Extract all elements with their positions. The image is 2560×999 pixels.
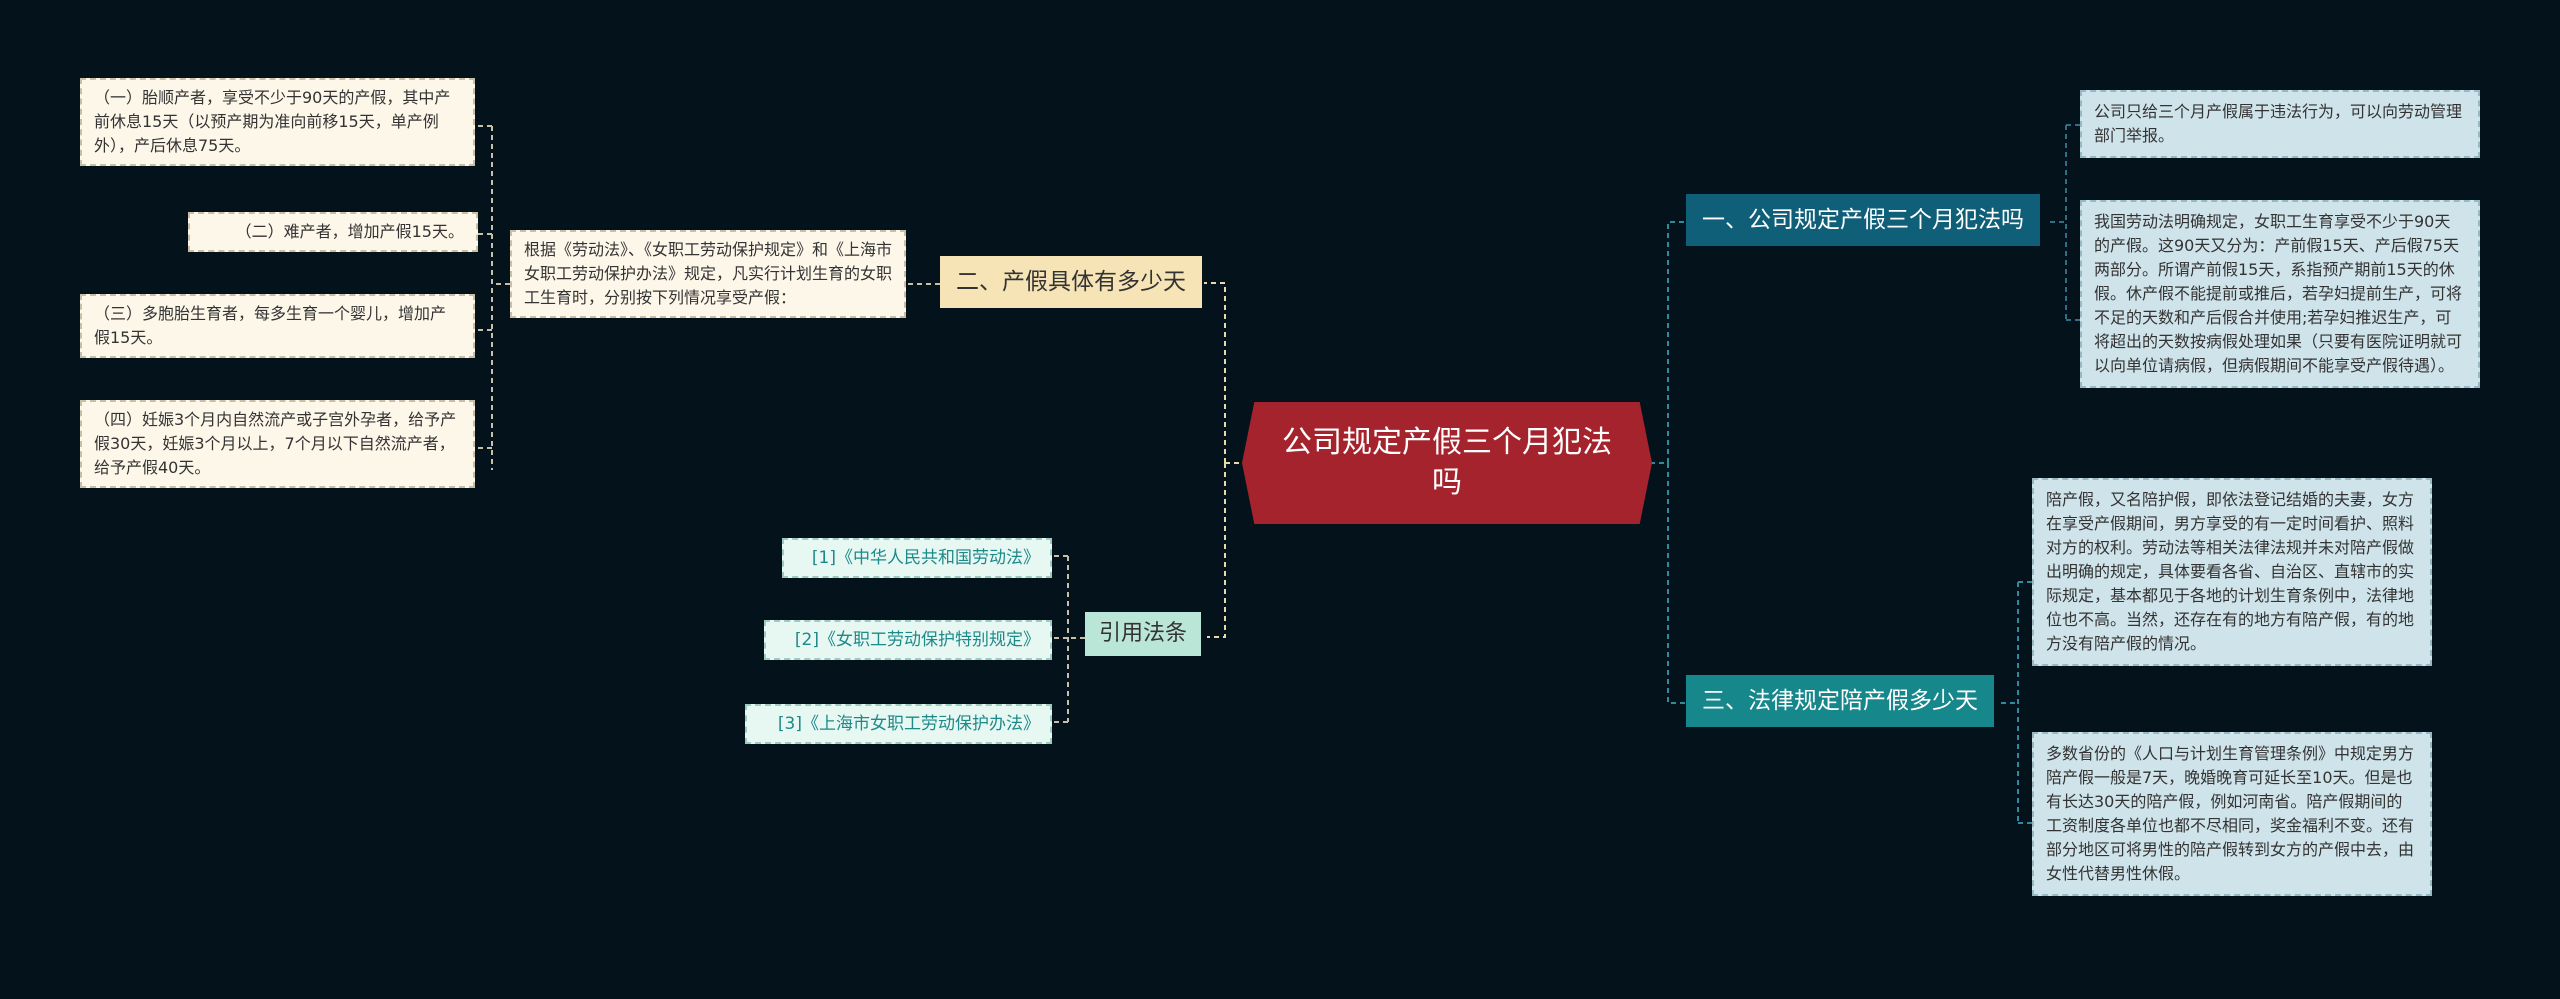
refs-leaf-1[interactable]: [1]《中华人民共和国劳动法》 [782, 538, 1052, 578]
connector-b1-leaves [2050, 124, 2080, 321]
connector-b3-leaves [2001, 581, 2032, 824]
branch-1-text: 一、公司规定产假三个月犯法吗 [1702, 207, 2024, 233]
refs-branch-label[interactable]: 引用法条 [1085, 612, 1202, 656]
branch-3-leaf-2-text: 多数省份的《人口与计划生育管理条例》中规定男方陪产假一般是7天，晚婚晚育可延长至… [2046, 744, 2415, 883]
refs-leaf-3-text: [3]《上海市女职工劳动保护办法》 [777, 714, 1040, 734]
branch-2-leaf-2: （二）难产者，增加产假15天。 [188, 212, 478, 252]
refs-leaf-2-text: [2]《女职工劳动保护特别规定》 [794, 630, 1040, 650]
branch-2-text: 二、产假具体有多少天 [956, 269, 1186, 295]
branch-1-leaf-2-text: 我国劳动法明确规定，女职工生育享受不少于90天的产假。这90天又分为：产前假15… [2094, 212, 2463, 375]
connector-center-left [1204, 282, 1248, 638]
refs-leaf-2[interactable]: [2]《女职工劳动保护特别规定》 [764, 620, 1052, 660]
branch-1-leaf-1-text: 公司只给三个月产假属于违法行为，可以向劳动管理部门举报。 [2094, 102, 2463, 145]
branch-2-leaf-4-text: （四）妊娠3个月内自然流产或子宫外孕者，给予产假30天，妊娠3个月以上，7个月以… [94, 410, 457, 477]
center-topic-title: 公司规定产假三个月犯法吗 [1282, 425, 1612, 500]
refs-branch-text: 引用法条 [1099, 621, 1188, 646]
branch-1-leaf-1: 公司只给三个月产假属于违法行为，可以向劳动管理部门举报。 [2080, 90, 2480, 158]
refs-leaf-3[interactable]: [3]《上海市女职工劳动保护办法》 [745, 704, 1052, 744]
branch-2-leaf-1: （一）胎顺产者，享受不少于90天的产假，其中产前休息15天（以预产期为准向前移1… [80, 78, 475, 166]
branch-2-leaf-1-text: （一）胎顺产者，享受不少于90天的产假，其中产前休息15天（以预产期为准向前移1… [94, 88, 451, 155]
branch-2-mid-text: 根据《劳动法》、《女职工劳动保护规定》和《上海市女职工劳动保护办法》规定，凡实行… [524, 240, 893, 307]
branch-2-leaf-3-text: （三）多胞胎生育者，每多生育一个婴儿，增加产假15天。 [94, 304, 447, 347]
connector-mid-leaves [475, 125, 510, 470]
branch-3-label[interactable]: 三、法律规定陪产假多少天 [1686, 675, 1994, 727]
center-topic[interactable]: 公司规定产假三个月犯法吗 [1242, 402, 1652, 524]
refs-leaf-1-text: [1]《中华人民共和国劳动法》 [811, 548, 1040, 568]
branch-1-label[interactable]: 一、公司规定产假三个月犯法吗 [1686, 194, 2040, 246]
branch-2-label[interactable]: 二、产假具体有多少天 [940, 256, 1202, 308]
branch-2-mid-node: 根据《劳动法》、《女职工劳动保护规定》和《上海市女职工劳动保护办法》规定，凡实行… [510, 230, 906, 318]
branch-3-leaf-2: 多数省份的《人口与计划生育管理条例》中规定男方陪产假一般是7天，晚婚晚育可延长至… [2032, 732, 2432, 896]
connector-refs-leaves [1052, 555, 1085, 723]
branch-2-leaf-2-text: （二）难产者，增加产假15天。 [235, 222, 464, 241]
branch-3-text: 三、法律规定陪产假多少天 [1702, 688, 1978, 714]
branch-2-leaf-4: （四）妊娠3个月内自然流产或子宫外孕者，给予产假30天，妊娠3个月以上，7个月以… [80, 400, 475, 488]
branch-1-leaf-2: 我国劳动法明确规定，女职工生育享受不少于90天的产假。这90天又分为：产前假15… [2080, 200, 2480, 388]
branch-2-leaf-3: （三）多胞胎生育者，每多生育一个婴儿，增加产假15天。 [80, 294, 475, 358]
branch-3-leaf-1: 陪产假，又名陪护假，即依法登记结婚的夫妻，女方在享受产假期间，男方享受的有一定时… [2032, 478, 2432, 666]
connector-center-right [1650, 221, 1686, 704]
branch-3-leaf-1-text: 陪产假，又名陪护假，即依法登记结婚的夫妻，女方在享受产假期间，男方享受的有一定时… [2046, 490, 2415, 653]
